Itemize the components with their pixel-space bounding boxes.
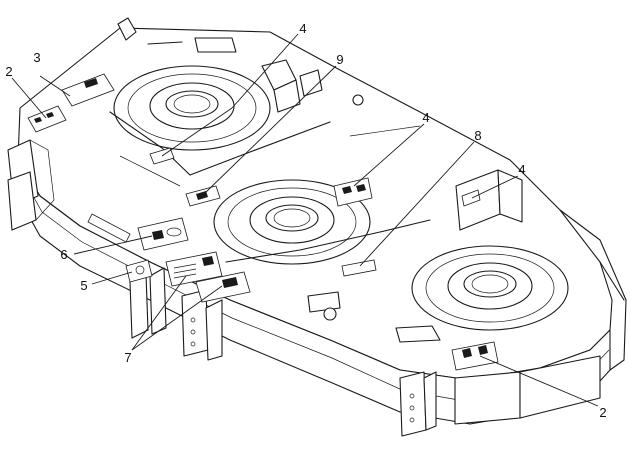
decal-4-center — [333, 177, 373, 207]
leader-2-top — [11, 77, 47, 119]
leader-lines — [11, 33, 599, 407]
callout-2-bottom: 2 — [599, 405, 606, 420]
leader-7a — [131, 275, 187, 351]
left-side-panels — [7, 139, 55, 231]
leader-2-bottom — [479, 355, 599, 407]
front-brackets — [129, 267, 437, 437]
decal-2-bottom — [451, 341, 499, 371]
decal-4-right — [461, 189, 481, 207]
callout-8: 8 — [474, 128, 481, 143]
callout-6: 6 — [60, 247, 67, 262]
callout-4-mid: 4 — [422, 110, 429, 125]
leader-6 — [73, 235, 153, 255]
decal-5 — [125, 259, 153, 283]
leader-4-top — [231, 33, 299, 109]
leader-4-mid — [353, 123, 425, 187]
decal-6 — [137, 217, 189, 251]
left-spindle — [113, 65, 271, 151]
leader-7b — [131, 285, 223, 351]
callout-4-top: 4 — [299, 21, 306, 36]
deck-ridges — [109, 111, 441, 343]
leader-3 — [39, 75, 71, 97]
callout-2-top: 2 — [5, 64, 12, 79]
leader-5 — [91, 271, 133, 285]
leader-4-right — [471, 175, 519, 199]
callout-7: 7 — [124, 350, 131, 365]
right-spindle — [411, 245, 569, 331]
callout-3: 3 — [33, 50, 40, 65]
leader-9 — [203, 65, 337, 195]
callout-labels: 2 3 4 9 4 8 4 6 5 7 2 — [5, 21, 606, 420]
callout-9: 9 — [336, 52, 343, 67]
decal-2-top — [27, 105, 67, 133]
leader-8 — [359, 141, 475, 267]
callout-5: 5 — [80, 278, 87, 293]
decal-3 — [61, 73, 115, 107]
callout-4-right: 4 — [518, 162, 525, 177]
